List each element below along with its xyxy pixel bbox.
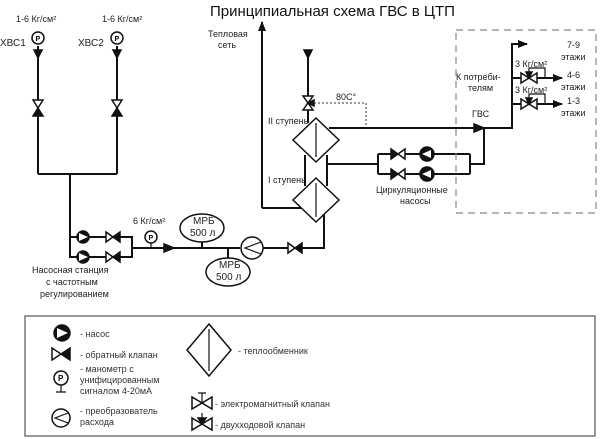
pump-pressure-label: 6 Кг/см² [133, 216, 165, 226]
mrb-bottom-label: МРБ [219, 260, 241, 271]
svg-text:P: P [149, 235, 154, 242]
pump-icon [76, 230, 90, 244]
pump-icon [419, 146, 435, 162]
heat-exchanger-stage1 [291, 176, 341, 224]
stage1-label: I ступень [268, 175, 306, 185]
legend-flow-converter-icon [51, 408, 71, 428]
gvs-label: ГВС [472, 109, 490, 119]
pump-station-label-2: с частотным [46, 277, 98, 287]
legend-solenoid-valve-label: - электромагнитный клапан [215, 399, 330, 409]
floors-7-9-label: 7-9 [567, 40, 580, 50]
legend-manometer-label-3: сигналом 4-20мА [80, 386, 152, 396]
svg-text:P: P [58, 374, 64, 383]
manometer-icon: P [110, 31, 124, 45]
legend-box [24, 315, 596, 437]
manometer-icon: P [31, 31, 45, 45]
manometer-icon: P [144, 230, 158, 249]
legend-check-valve-label: - обратный клапан [80, 350, 158, 360]
floors-1-3-sublabel: этажи [561, 108, 585, 118]
flow-arrow-icon [32, 49, 44, 60]
expansion-tank-bottom: МРБ 500 л [205, 257, 251, 287]
heat-network-label-2: сеть [218, 40, 236, 50]
hvs2-pressure-label: 1-6 Кг/см² [102, 14, 142, 24]
hvs1-label: ХВС1 [0, 38, 26, 49]
legend-solenoid-valve-icon [191, 392, 213, 411]
check-valve-icon [287, 241, 303, 255]
pressure-regulator-4-6 [520, 67, 546, 85]
stage-connector-pipe [304, 155, 328, 186]
pump-icon [419, 166, 435, 182]
floors-4-6-label: 4-6 [567, 70, 580, 80]
pump-icon [76, 250, 90, 264]
diagram-title: Принципиальная схема ГВС в ЦТП [210, 3, 455, 20]
flow-converter-icon [240, 236, 264, 260]
legend-pump-label: - насос [80, 329, 110, 339]
hvs1-pressure-label: 1-6 Кг/см² [16, 14, 56, 24]
expansion-tank-top: МРБ 500 л [179, 213, 225, 243]
temperature-control-line [314, 102, 367, 128]
circulation-pumps-label-2: насосы [400, 196, 431, 206]
pressure-regulator-1-3 [520, 93, 546, 111]
check-valve-icon [390, 167, 406, 181]
hvs2-label: ХВС2 [78, 38, 104, 49]
stage2-label: II ступень [268, 116, 309, 126]
legend-two-way-valve-icon [191, 413, 213, 432]
legend-heat-exchanger-label: - теплообменник [238, 346, 308, 356]
check-valve-icon [390, 147, 406, 161]
consumers-label-2: телям [468, 83, 493, 93]
svg-text:P: P [115, 36, 120, 43]
legend-flow-converter-label-1: - преобразователь [80, 406, 158, 416]
mrb-bottom-volume: 500 л [216, 272, 241, 283]
mrb-top-label: МРБ [193, 216, 215, 227]
flow-arrow-icon [111, 49, 123, 60]
floors-4-6-sublabel: этажи [561, 82, 585, 92]
legend-heat-exchanger-icon [186, 322, 232, 378]
check-valve-icon [31, 99, 45, 117]
legend-flow-converter-label-2: расхода [80, 417, 114, 427]
two-way-valve-icon [301, 95, 315, 111]
floors-7-9-sublabel: этажи [561, 52, 585, 62]
check-valve-icon [105, 230, 121, 244]
mrb-top-volume: 500 л [190, 228, 215, 239]
floors-1-3-label: 1-3 [567, 96, 580, 106]
circulation-pumps-label-1: Циркуляционные [376, 185, 448, 195]
consumers-label-1: К потреби- [456, 72, 501, 82]
legend-check-valve-icon [51, 346, 71, 362]
check-valve-icon [110, 99, 124, 117]
svg-text:P: P [36, 36, 41, 43]
regulator-pressure-label-2: 3 Кг/см² [515, 85, 547, 95]
heat-exchanger-stage2 [291, 116, 341, 164]
heat-network-label-1: Тепловая [208, 29, 248, 39]
check-valve-icon [105, 250, 121, 264]
pump-station-label-1: Насосная станция [32, 265, 109, 275]
consumer-zone-box [455, 29, 597, 214]
pump-station-label-3: регулированием [40, 289, 109, 299]
legend-manometer-icon: P [53, 370, 69, 393]
legend-manometer-label-2: унифицированным [80, 375, 159, 385]
regulator-pressure-label-1: 3 Кг/см² [515, 59, 547, 69]
legend-manometer-label-1: - манометр с [80, 364, 134, 374]
flow-arrow-icon [163, 242, 177, 254]
temperature-setpoint-label: 80С° [336, 92, 357, 102]
legend-pump-icon [53, 324, 71, 342]
legend-two-way-valve-label: - двухходовой клапан [215, 420, 305, 430]
flow-arrow-icon [473, 122, 487, 134]
consumer-supply-pipe [484, 40, 528, 129]
circulation-return-pipe [470, 128, 485, 165]
